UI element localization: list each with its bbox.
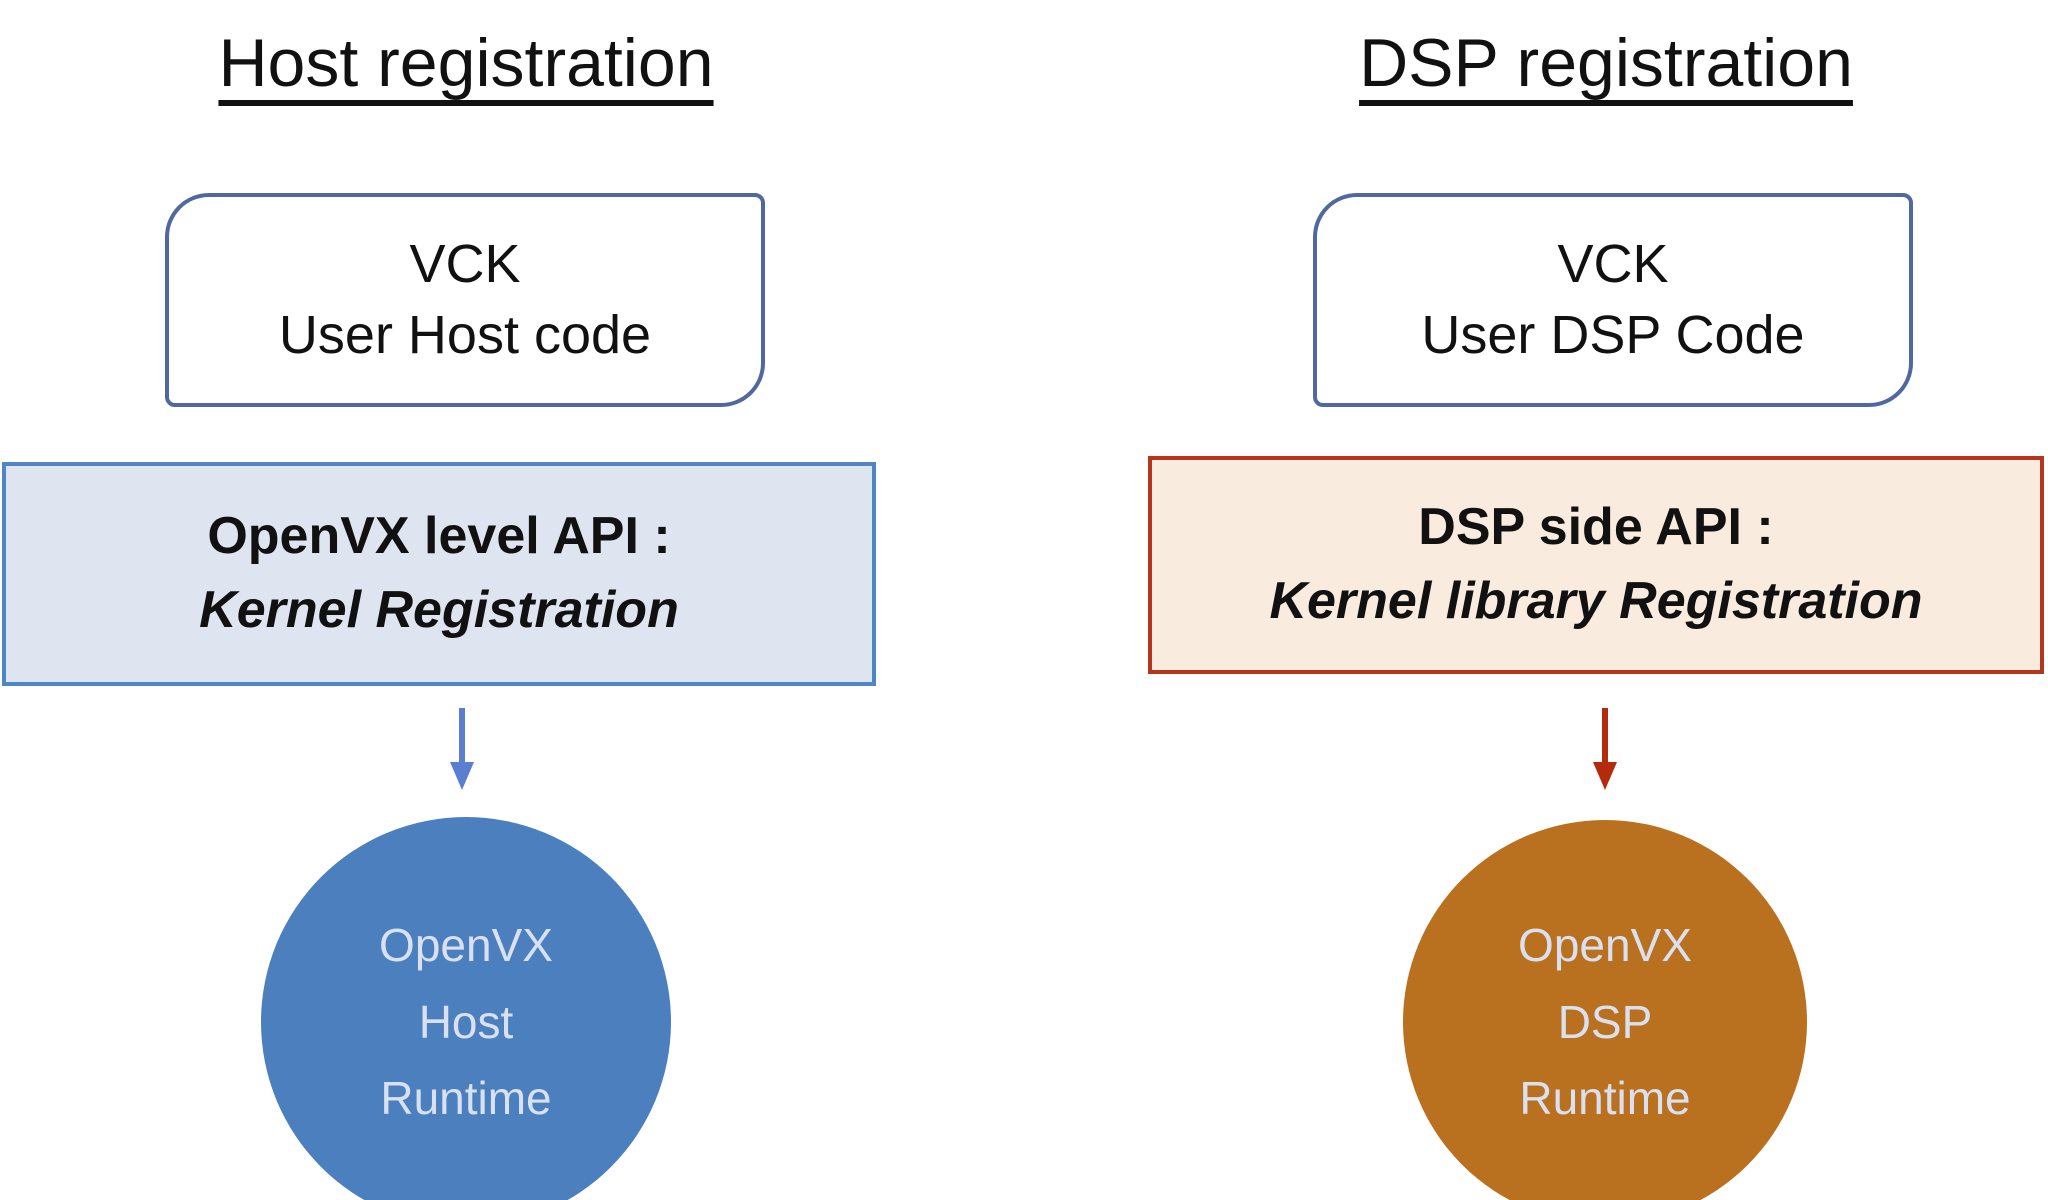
- dsp-side-api-box: DSP side API : Kernel library Registrati…: [1148, 456, 2044, 674]
- dsp-registration-title: DSP registration: [1359, 25, 1853, 101]
- dsp-api-box-line2: Kernel library Registration: [1269, 572, 1923, 630]
- host-api-box-line1: OpenVX level API :: [207, 507, 671, 566]
- host-vck-box-line2: User Host code: [278, 305, 652, 365]
- host-circle-line2: Host: [418, 995, 514, 1048]
- dsp-circle-line1: OpenVX: [1518, 919, 1692, 972]
- host-circle-line1: OpenVX: [379, 919, 553, 972]
- dsp-api-box-line1: DSP side API :: [1418, 498, 1774, 557]
- dsp-arrow-shaft: [1602, 708, 1608, 762]
- dsp-circle-line3: Runtime: [1519, 1072, 1691, 1125]
- dsp-runtime-circle: OpenVX DSP Runtime: [1403, 820, 1807, 1200]
- dsp-down-arrow-icon: [1583, 708, 1627, 792]
- dsp-arrow-head: [1593, 762, 1617, 790]
- host-runtime-circle: OpenVX Host Runtime: [261, 817, 671, 1200]
- dsp-vck-box-line2: User DSP Code: [1421, 305, 1805, 365]
- host-api-box-line2: Kernel Registration: [199, 581, 679, 639]
- host-openvx-api-box: OpenVX level API : Kernel Registration: [2, 462, 876, 686]
- host-circle-line3: Runtime: [380, 1072, 552, 1125]
- host-vck-user-code-box: VCK User Host code: [165, 193, 765, 407]
- dsp-vck-user-code-box: VCK User DSP Code: [1313, 193, 1913, 407]
- dsp-circle-line2: DSP: [1557, 995, 1653, 1048]
- host-registration-title: Host registration: [218, 25, 714, 101]
- host-vck-box-line1: VCK: [409, 233, 521, 294]
- host-arrow-head: [450, 762, 474, 790]
- dsp-vck-box-line1: VCK: [1557, 233, 1669, 294]
- host-down-arrow-icon: [440, 708, 484, 792]
- host-arrow-shaft: [459, 708, 465, 762]
